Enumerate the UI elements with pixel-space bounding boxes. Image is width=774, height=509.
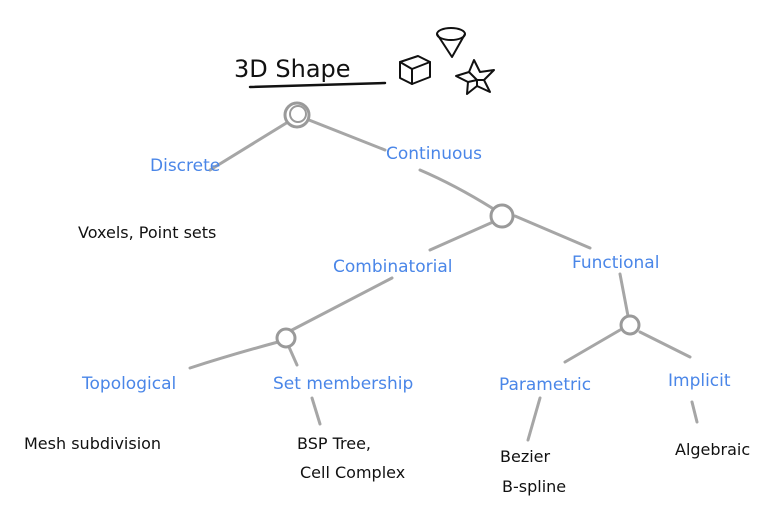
leaf-set-membership-2: Cell Complex: [300, 463, 405, 482]
leaf-implicit: Algebraic: [675, 440, 750, 459]
label-functional: Functional: [572, 253, 659, 273]
label-implicit: Implicit: [668, 371, 731, 391]
node-functional: [619, 314, 641, 336]
title-underline: [248, 81, 387, 89]
nodes: [275, 101, 641, 349]
label-parametric: Parametric: [499, 375, 591, 395]
leaf-parametric-1: Bezier: [500, 447, 551, 466]
leaf-discrete: Voxels, Point sets: [78, 223, 216, 242]
edge-node-combinatorial: [428, 220, 495, 252]
node-combinatorial: [275, 327, 297, 349]
edge-root-discrete: [208, 120, 290, 172]
edge-node-set-membership: [287, 345, 299, 367]
edge-root-continuous: [307, 118, 387, 152]
edge-implicit-leaf: [690, 400, 699, 424]
cone-icon: [436, 27, 466, 58]
node-root-inner: [289, 105, 307, 123]
edge-set-leaf: [310, 396, 322, 426]
label-topological: Topological: [81, 374, 176, 394]
label-discrete: Discrete: [150, 156, 220, 176]
edge-node-implicit: [638, 330, 692, 359]
label-combinatorial: Combinatorial: [333, 257, 452, 277]
diagram-title: 3D Shape: [234, 55, 351, 83]
node-continuous: [489, 203, 515, 229]
edges: [188, 118, 699, 442]
label-continuous: Continuous: [386, 144, 482, 164]
leaf-topological: Mesh subdivision: [24, 434, 161, 453]
cube-icon: [399, 55, 431, 85]
leaf-parametric-2: B-spline: [502, 477, 566, 496]
edge-node-parametric: [563, 328, 622, 364]
edge-functional-node: [618, 272, 630, 318]
label-set-membership: Set membership: [273, 374, 413, 394]
edge-continuous-node: [418, 168, 494, 210]
star-polyhedron-icon: [455, 59, 495, 95]
edge-combinatorial-node: [290, 276, 394, 332]
edge-parametric-leaf: [526, 396, 542, 442]
leaf-set-membership-1: BSP Tree,: [297, 434, 371, 453]
edge-node-functional: [513, 214, 592, 250]
edge-node-topological: [188, 340, 280, 370]
